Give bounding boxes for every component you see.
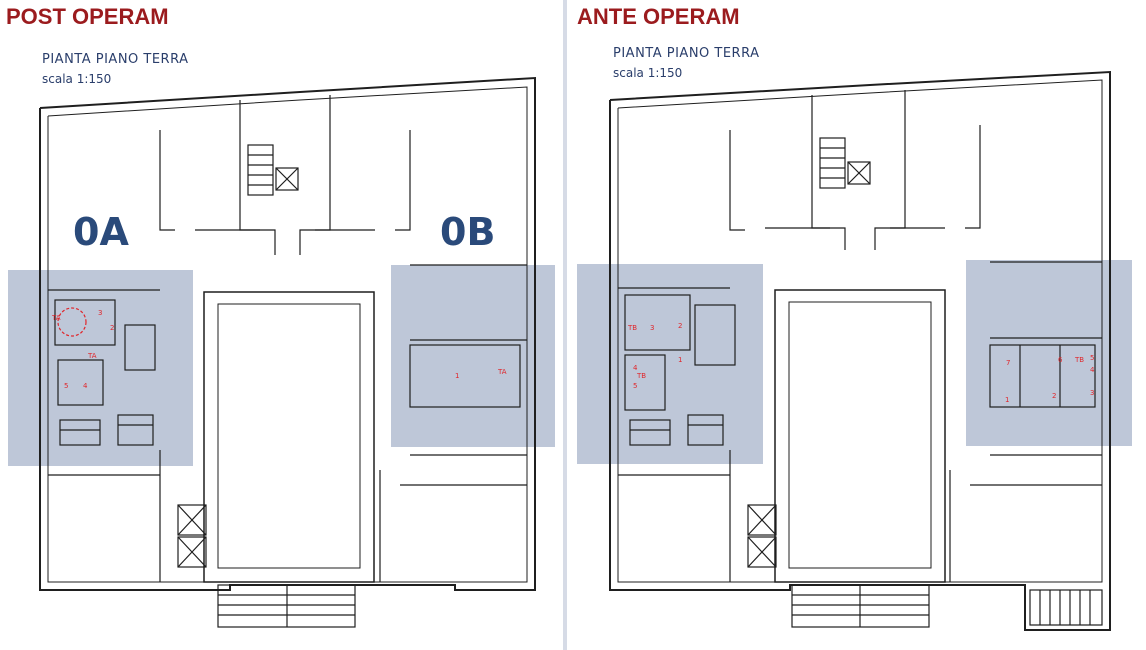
- left-label: 3: [98, 309, 102, 317]
- left-label: 5: [64, 382, 68, 390]
- left-label: 2: [110, 324, 114, 332]
- left-label: TA: [51, 314, 61, 322]
- right-label: TB: [1074, 356, 1084, 364]
- right-outer-wall: [609, 70, 1111, 631]
- right-label: 2: [1052, 392, 1056, 400]
- left-red-labels: TA TA TA 1 2 3 4 5: [51, 309, 507, 390]
- left-highlight-zone-0b: [391, 265, 555, 447]
- right-label: 5: [1090, 354, 1094, 362]
- zone-0a-label: 0A: [73, 210, 129, 254]
- right-plan-scale: scala 1:150: [613, 66, 683, 80]
- ante-operam-heading: ANTE OPERAM: [577, 4, 740, 29]
- left-plan-title: PIANTA PIANO TERRA: [42, 52, 189, 67]
- right-label: 5: [633, 382, 637, 390]
- left-label: 1: [455, 372, 459, 380]
- panel-divider: [563, 0, 567, 650]
- left-outer-wall: [39, 76, 536, 591]
- right-label: 2: [678, 322, 682, 330]
- right-label: 1: [678, 356, 682, 364]
- right-label: 3: [1090, 389, 1094, 397]
- left-label: TA: [497, 368, 507, 376]
- right-label: 4: [633, 364, 638, 372]
- zone-0b-label: 0B: [440, 210, 496, 254]
- left-plan-scale: scala 1:150: [42, 72, 112, 86]
- left-floor-plan: [8, 76, 555, 628]
- right-label: 3: [650, 324, 654, 332]
- right-label: TB: [636, 372, 646, 380]
- right-label: 1: [1005, 396, 1009, 404]
- right-label: TB: [627, 324, 637, 332]
- right-label: 7: [1006, 359, 1010, 367]
- right-red-labels: 1 2 3 4 5 TB TB 1 2 3 4 5 6 7 TB: [627, 322, 1095, 404]
- left-label: 4: [83, 382, 88, 390]
- right-label: 4: [1090, 366, 1095, 374]
- post-operam-heading: POST OPERAM: [6, 4, 169, 29]
- right-highlight-zone-right: [966, 260, 1132, 446]
- left-label: TA: [87, 352, 97, 360]
- right-plan-title: PIANTA PIANO TERRA: [613, 46, 760, 61]
- right-floor-plan: [577, 70, 1132, 631]
- right-label: 6: [1058, 356, 1063, 364]
